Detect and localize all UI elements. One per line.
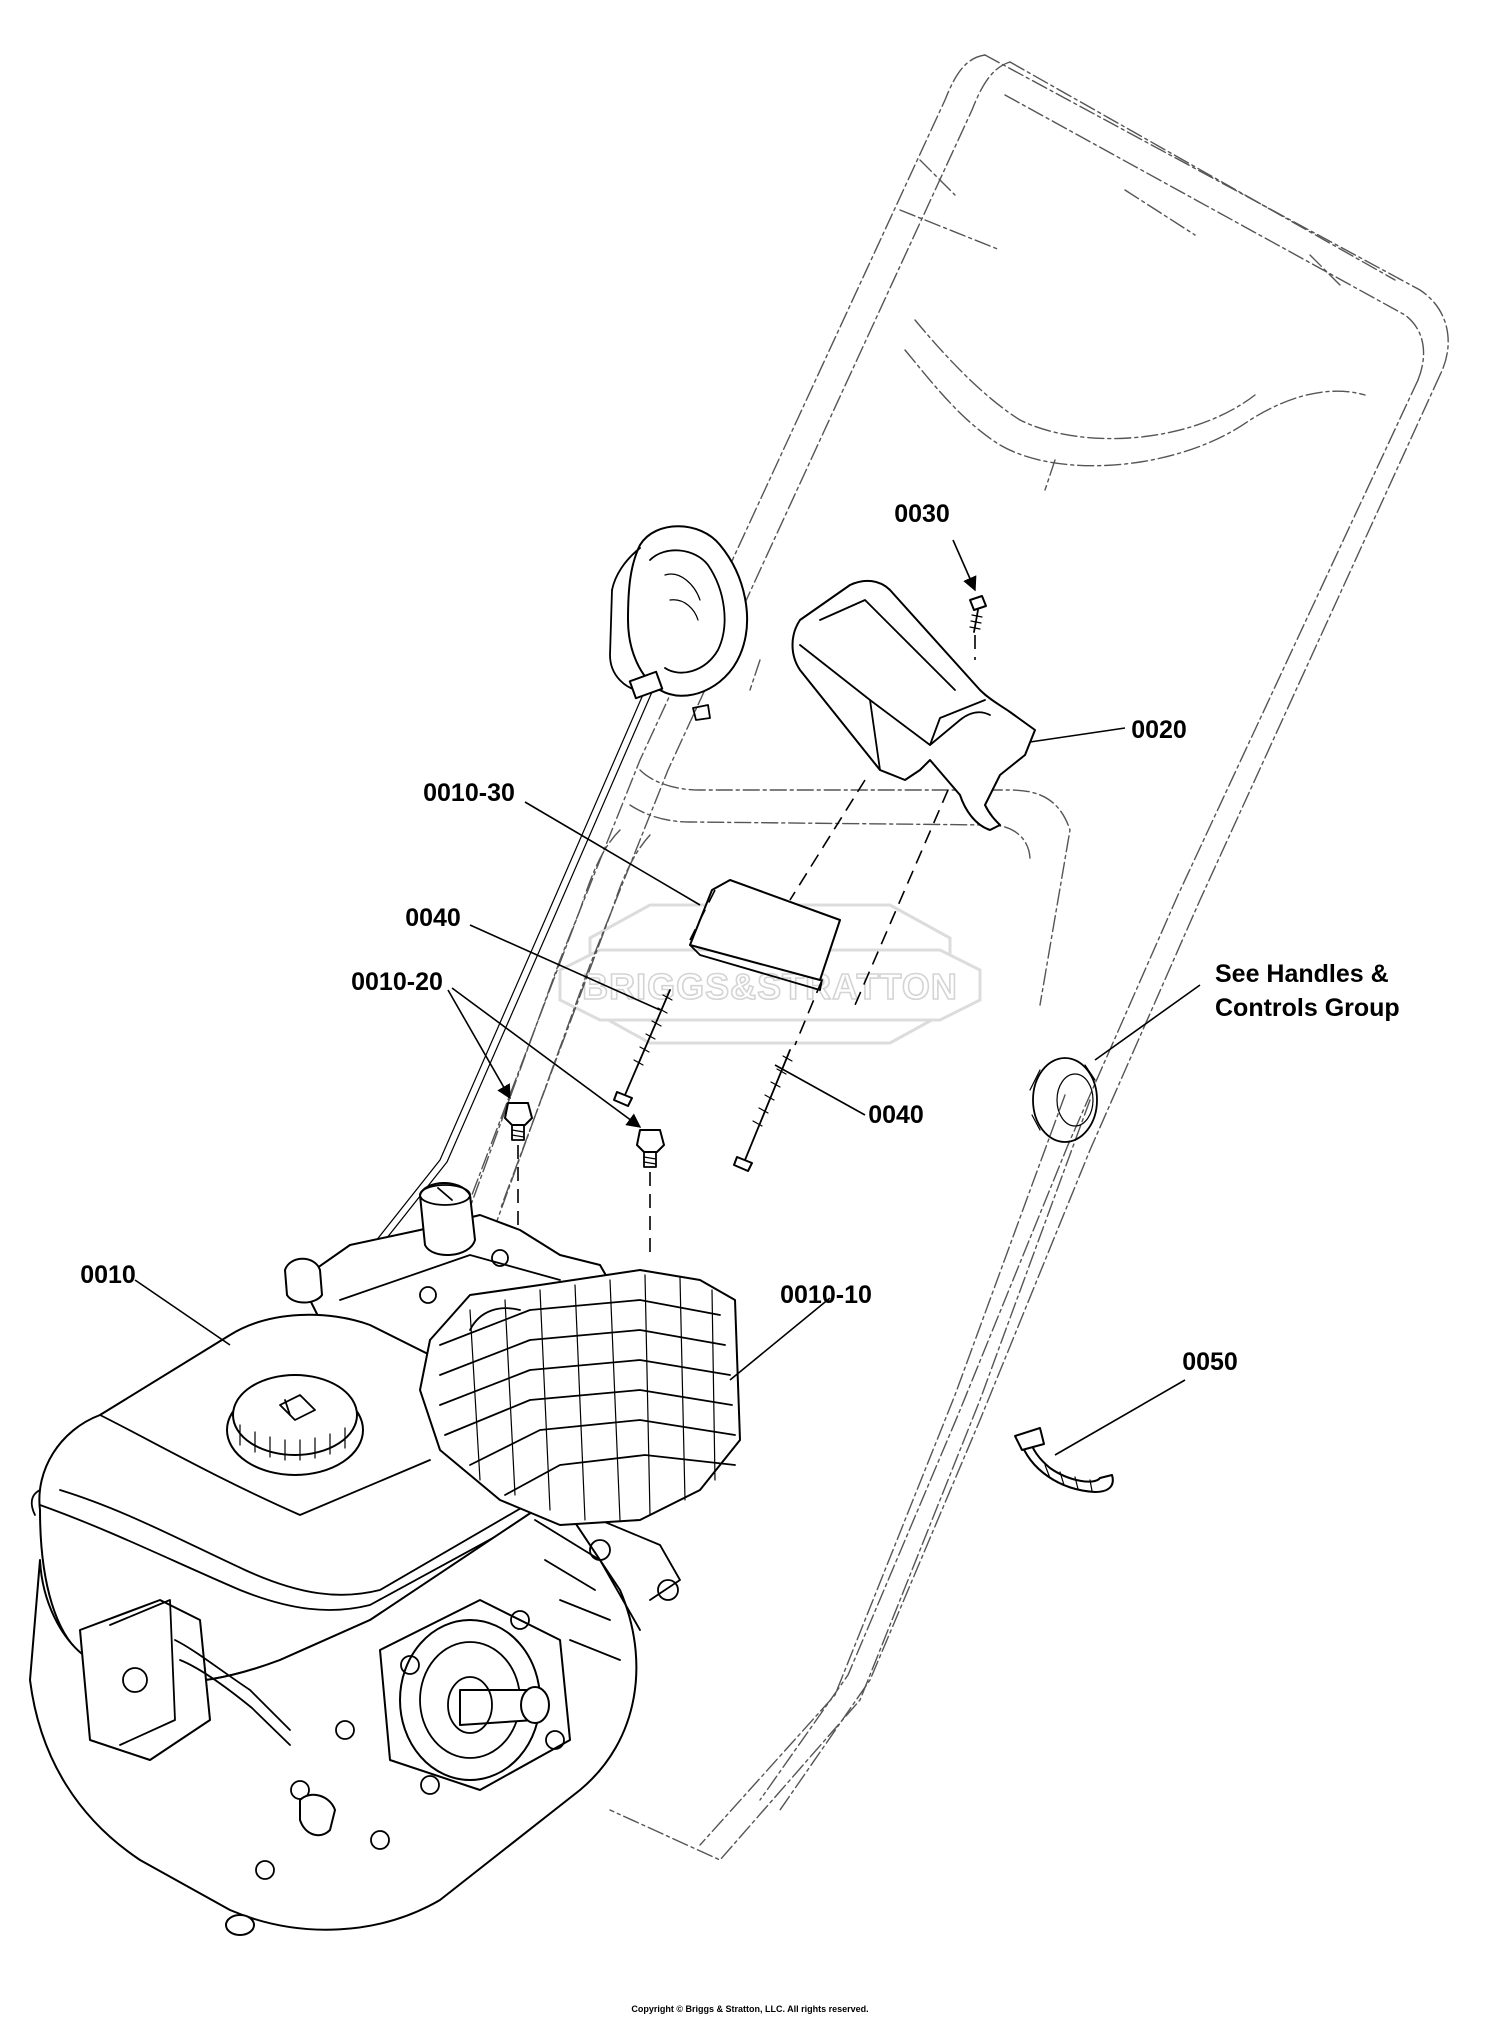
callout-0050: 0050: [1182, 1348, 1238, 1376]
callout-0010: 0010: [80, 1261, 136, 1289]
part-0010-20-bolt-left: [504, 1102, 533, 1141]
leader-lines: [134, 539, 1201, 1456]
part-0010-engine: [29, 1182, 681, 1936]
throttle-lever: [609, 525, 749, 721]
callout-0010-20: 0010-20: [351, 968, 443, 996]
part-0010-20-bolt-right: [636, 1129, 665, 1168]
part-0040-screw-left: [613, 989, 673, 1107]
part-0030-screw: [969, 595, 987, 633]
watermark-text: BRIGGS&STRATTON: [582, 966, 958, 1007]
callout-0040-upper: 0040: [405, 904, 461, 932]
part-0020-cover: [791, 579, 1036, 831]
callout-0020: 0020: [1131, 716, 1187, 744]
assembly-lines: [517, 635, 976, 1285]
part-0010-10-muffler-guard: [419, 1269, 741, 1526]
copyright-notice: Copyright © Briggs & Stratton, LLC. All …: [631, 2004, 869, 2014]
part-0040-screw-right: [733, 1049, 793, 1172]
throttle-cable: [344, 689, 653, 1283]
callout-0010-10: 0010-10: [780, 1281, 872, 1309]
callout-0040-lower: 0040: [868, 1101, 924, 1129]
see-handles-note-line2: Controls Group: [1215, 994, 1400, 1022]
callout-0010-30: 0010-30: [423, 779, 515, 807]
part-0010-30-decal: [689, 879, 841, 991]
handle-frame-phantom: [399, 54, 1449, 1861]
part-0050-clip: [1014, 1427, 1114, 1493]
see-handles-note-line1: See Handles &: [1215, 960, 1389, 988]
handle-knob: [1029, 1057, 1098, 1143]
callout-0030: 0030: [894, 500, 950, 528]
